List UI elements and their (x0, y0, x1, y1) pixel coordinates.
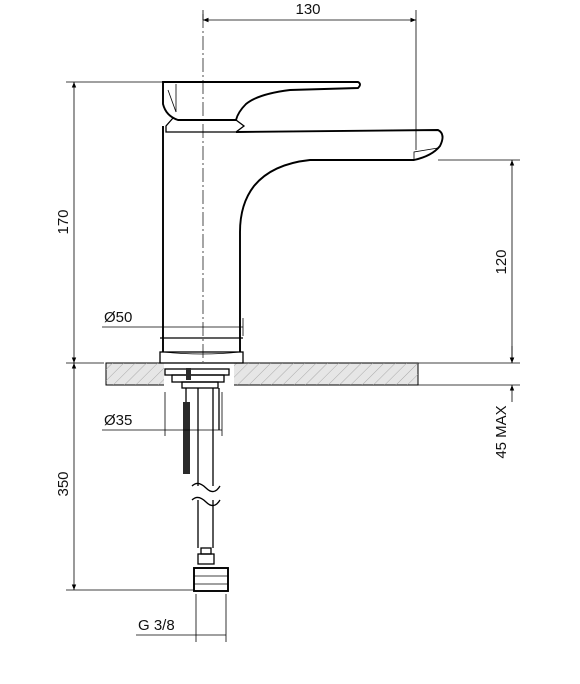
label-connection-g38: G 3/8 (138, 617, 175, 634)
dim-shank-35 (102, 392, 223, 436)
dim-spout-120 (418, 159, 520, 364)
label-hose-350: 350 (55, 471, 72, 496)
dim-connection-g38 (136, 594, 227, 642)
label-base-diameter: Ø50 (104, 309, 132, 326)
deck-plate (105, 362, 419, 386)
label-deck-45-max: 45 MAX (493, 405, 510, 458)
dim-hose-350 (66, 363, 194, 591)
label-width-130: 130 (295, 1, 320, 18)
label-shank-diameter: Ø35 (104, 412, 132, 429)
dim-base-50 (102, 318, 244, 336)
dim-deck-45 (418, 346, 520, 402)
shank-and-hoses (164, 368, 230, 592)
label-height-170: 170 (55, 209, 72, 234)
label-spout-120: 120 (493, 249, 510, 274)
dim-width-130 (202, 10, 417, 150)
faucet-body (159, 81, 444, 364)
